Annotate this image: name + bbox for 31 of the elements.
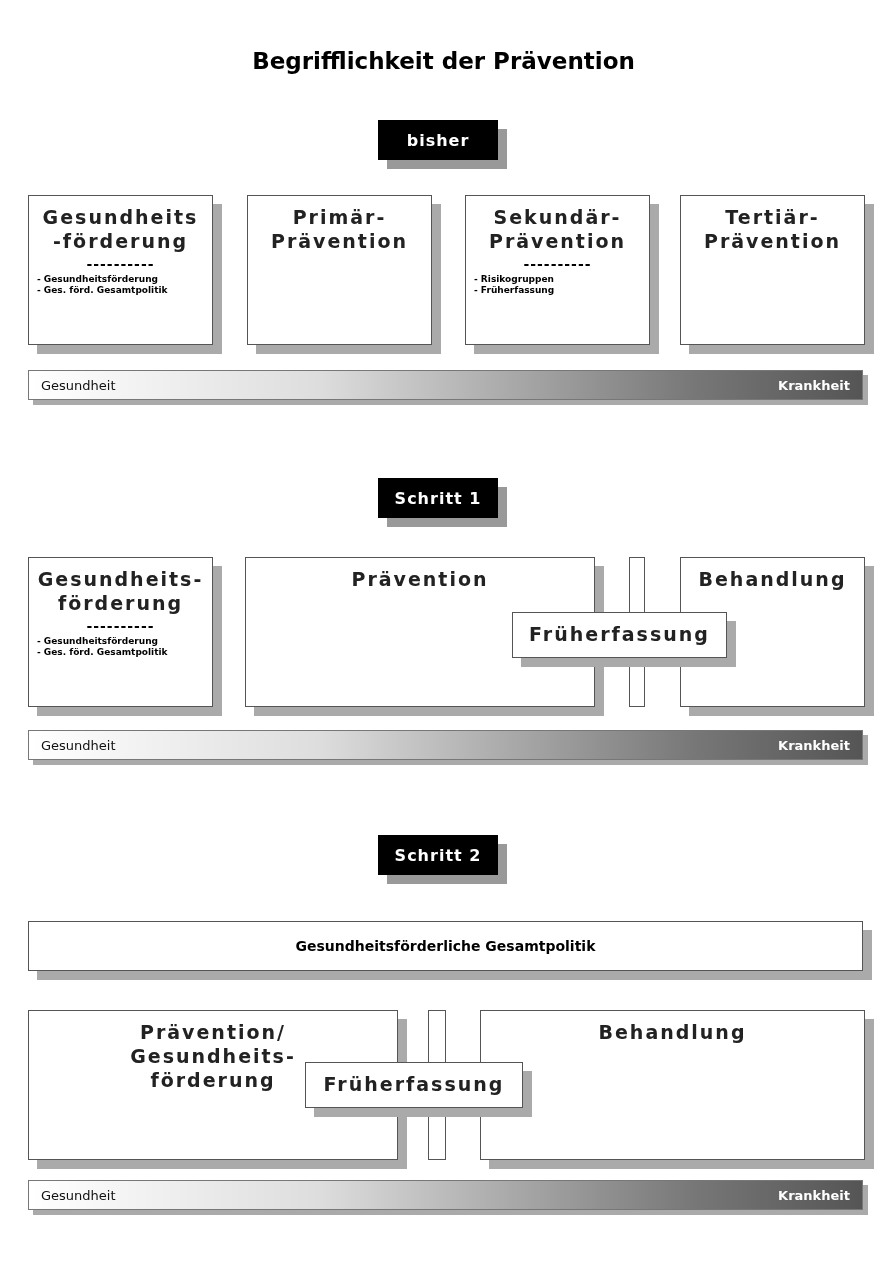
scale-end-label: Krankheit (778, 377, 850, 393)
step-title: Schritt 2 (394, 845, 482, 865)
box-heading: Gesundheits- förderung (37, 568, 204, 616)
list-item: - Ges. förd. Gesamtpolitik (37, 285, 169, 297)
scale-start-label: Gesundheit (41, 1187, 116, 1203)
scale-end-label: Krankheit (778, 1187, 850, 1203)
list-item: - Gesundheitsförderung (37, 635, 159, 648)
title: Begrifflichkeit der Prävention (251, 48, 636, 74)
box-heading: Prävention (350, 568, 490, 592)
band-title: Gesundheitsförderliche Gesamtpolitik (295, 938, 596, 954)
box-heading: Gesundheits -förderung (41, 206, 200, 254)
scale-start-label: Gesundheit (41, 737, 116, 753)
scale-start-label: Gesundheit (41, 377, 116, 393)
list-item: - Früherfassung (474, 285, 556, 297)
box-heading: Prävention/ Gesundheits- förderung (129, 1021, 297, 1093)
scale-end-label: Krankheit (778, 737, 850, 753)
list-item: - Risikogruppen (474, 273, 555, 286)
box-heading: Früherfassung (322, 1073, 506, 1097)
box-heading: Primär- Prävention (269, 206, 410, 254)
step-title: Schritt 1 (394, 488, 482, 508)
list-item: - Ges. förd. Gesamtpolitik (37, 647, 169, 659)
box-heading: Sekundär- Prävention (487, 206, 628, 254)
box-heading: Tertiär- Prävention (702, 206, 843, 254)
step-title: bisher (406, 130, 470, 150)
box-heading: Behandlung (697, 568, 848, 592)
box-heading: Behandlung (597, 1021, 748, 1045)
list-item: - Gesundheitsförderung (37, 273, 159, 286)
box-heading: Früherfassung (528, 623, 711, 647)
dash-separator: ---------- (522, 255, 593, 272)
dash-separator: ---------- (85, 255, 156, 272)
dash-separator: ---------- (85, 617, 156, 634)
